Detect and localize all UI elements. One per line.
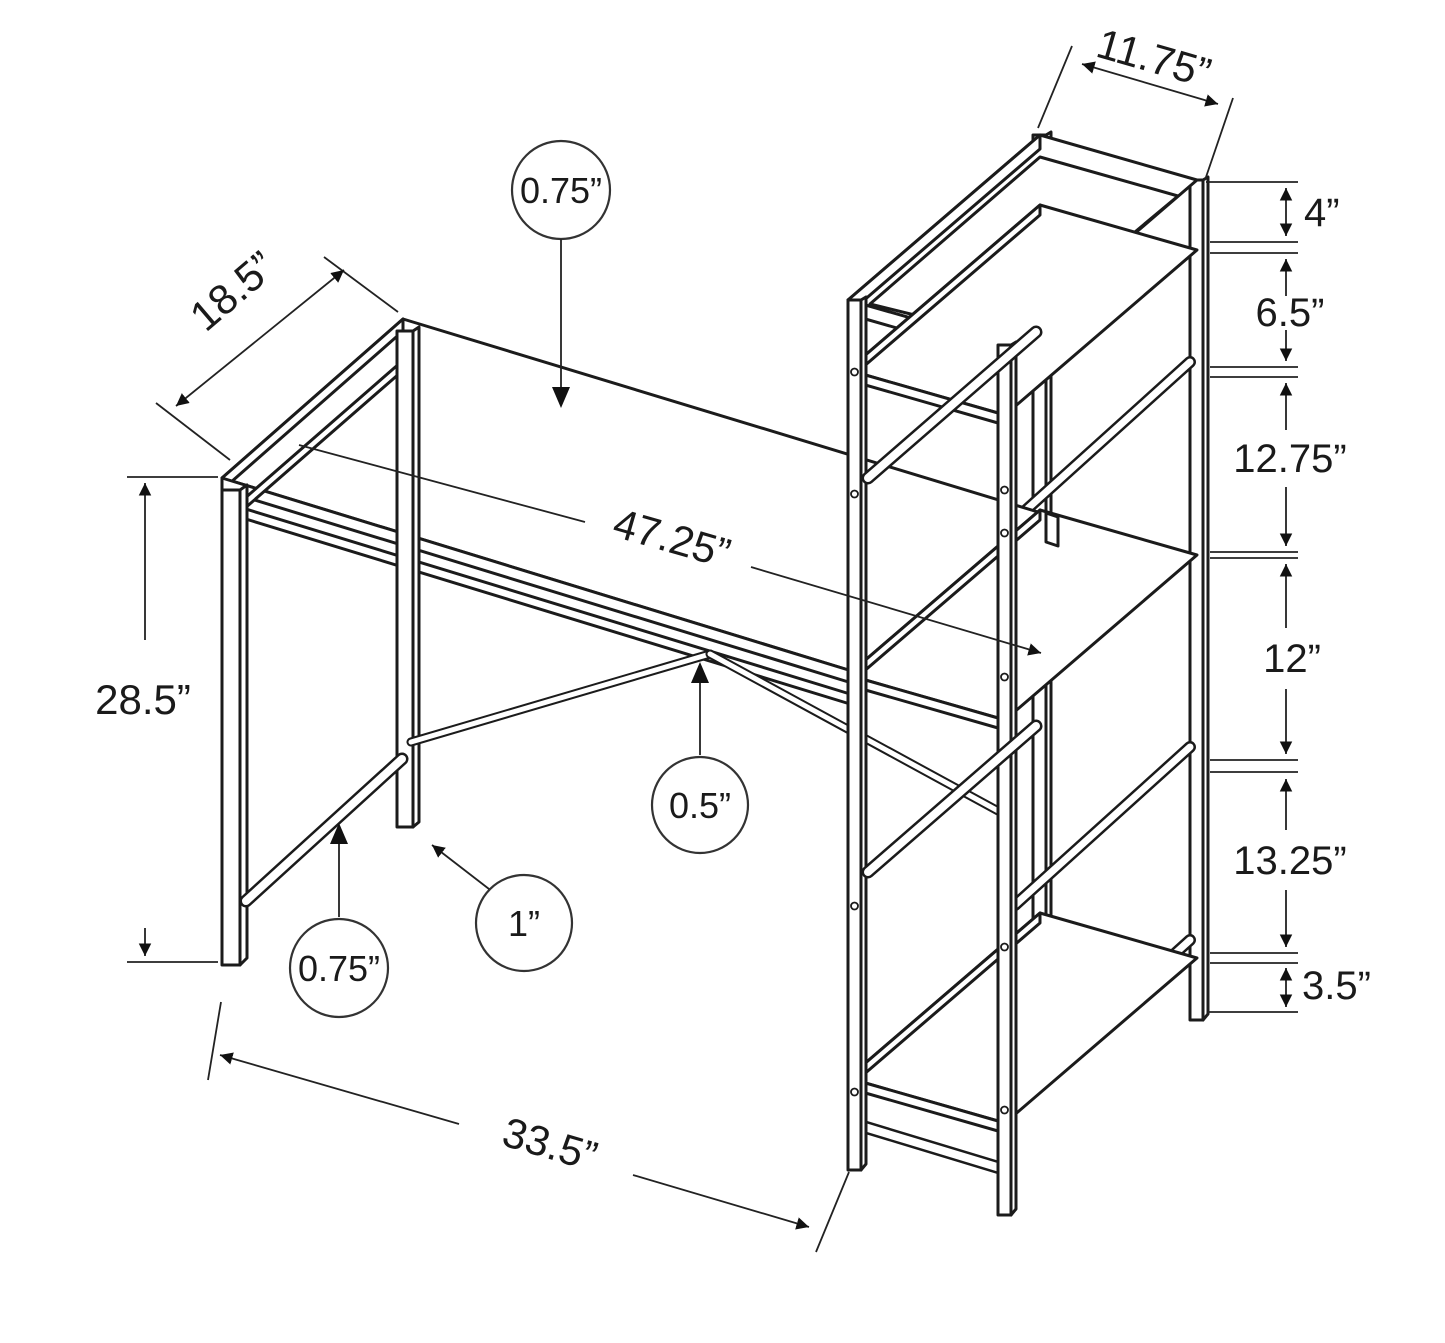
dim-label-desk-depth: 18.5” — [181, 242, 284, 340]
dim-label-gap-4: 12” — [1263, 637, 1321, 681]
callout-leg-width: 1” — [431, 844, 574, 973]
tower-bottom-shelf — [846, 911, 1199, 1135]
tower-left-rails — [861, 325, 1043, 879]
dimension-desk-height: 28.5” — [95, 476, 218, 963]
dimension-base-length: 33.5” — [207, 1001, 850, 1253]
callout-label-brace-thickness: 0.5” — [669, 785, 731, 826]
dim-label-gap-5: 13.25” — [1233, 839, 1346, 883]
dim-label-gap-6: 3.5” — [1302, 964, 1371, 1008]
tower-middle-shelf — [846, 508, 1199, 732]
desk-front-left-leg — [220, 483, 249, 967]
tower-bottom-front-rail — [851, 1118, 1007, 1175]
desk-back-left-leg — [395, 325, 421, 829]
dim-label-gap-1: 4” — [1304, 191, 1340, 235]
dim-label-desk-height: 28.5” — [95, 676, 191, 723]
dim-label-gap-2: 6.5” — [1256, 291, 1325, 335]
desk-side-stretcher — [239, 752, 409, 908]
screw-holes — [850, 367, 1009, 1115]
dim-label-gap-3: 12.75” — [1233, 437, 1346, 481]
callout-label-desktop-thickness: 0.75” — [520, 170, 602, 211]
shelf-tower-front-posts — [846, 295, 1018, 1217]
callout-brace-thickness: 0.5” — [650, 662, 750, 855]
callout-label-stretcher-thickness: 0.75” — [298, 948, 380, 989]
callout-desktop-thickness: 0.75” — [510, 139, 612, 408]
dimension-shelf-spacing-ladder: 4” 6.5” 12.75” 12” 13.25” 3.5” — [1206, 181, 1371, 1013]
callout-stretcher-thickness: 0.75” — [288, 823, 390, 1019]
callout-label-leg-width: 1” — [508, 903, 540, 944]
dim-label-base-length: 33.5” — [498, 1108, 603, 1180]
